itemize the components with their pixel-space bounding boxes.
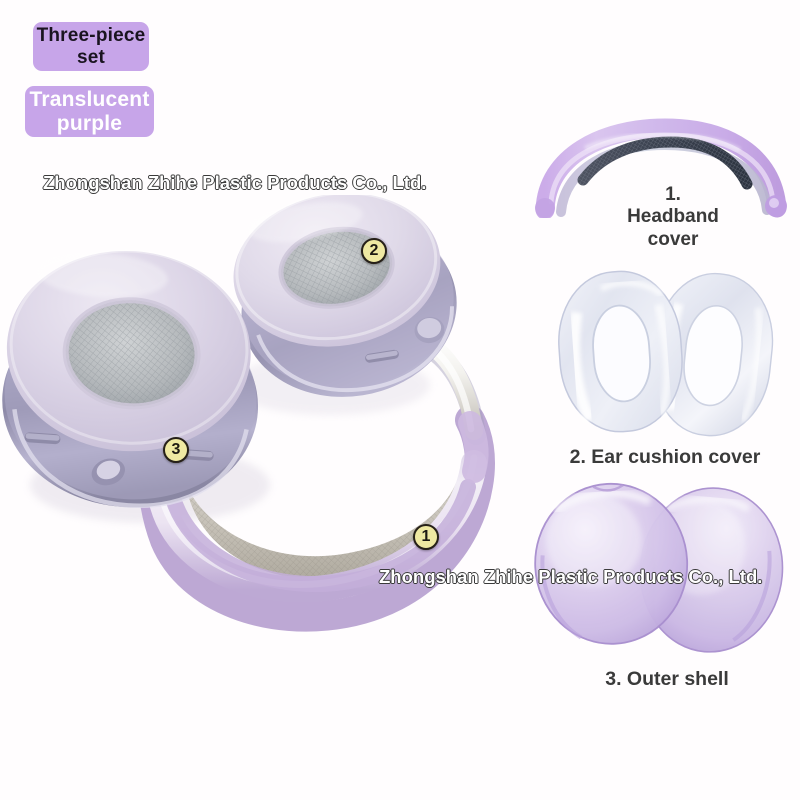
headband-cover-illustration (535, 118, 787, 218)
callout-marker-2: 2 (361, 238, 387, 264)
badge-set-line1: Three-piece (36, 25, 146, 47)
watermark-company-middle: Zhongshan Zhihe Plastic Products Co., Lt… (378, 565, 763, 587)
part-1-line3: cover (647, 228, 699, 250)
part-label-ear-cushion-cover: 2. Ear cushion cover (569, 446, 761, 468)
part-1-line2: Headband (627, 206, 719, 228)
ear-cushion-cover-illustration (558, 270, 774, 437)
part-label-outer-shell: 3. Outer shell (605, 668, 729, 690)
outer-shell-illustration (534, 482, 784, 653)
badge-translucent-purple: Translucent purple (25, 86, 154, 137)
watermark-company-top: Zhongshan Zhihe Plastic Products Co., Lt… (42, 171, 427, 193)
badge-color-line1: Translucent (29, 87, 150, 111)
callout-marker-3: 3 (163, 437, 189, 463)
headphones-main-illustration (2, 195, 495, 632)
badge-set-line2: set (76, 46, 106, 68)
badge-three-piece-set: Three-piece set (33, 22, 149, 71)
callout-marker-1: 1 (413, 524, 439, 550)
badge-color-line2: purple (56, 111, 123, 135)
part-1-line1: 1. (665, 184, 681, 205)
part-label-headband-cover: 1. Headband cover (588, 184, 758, 251)
